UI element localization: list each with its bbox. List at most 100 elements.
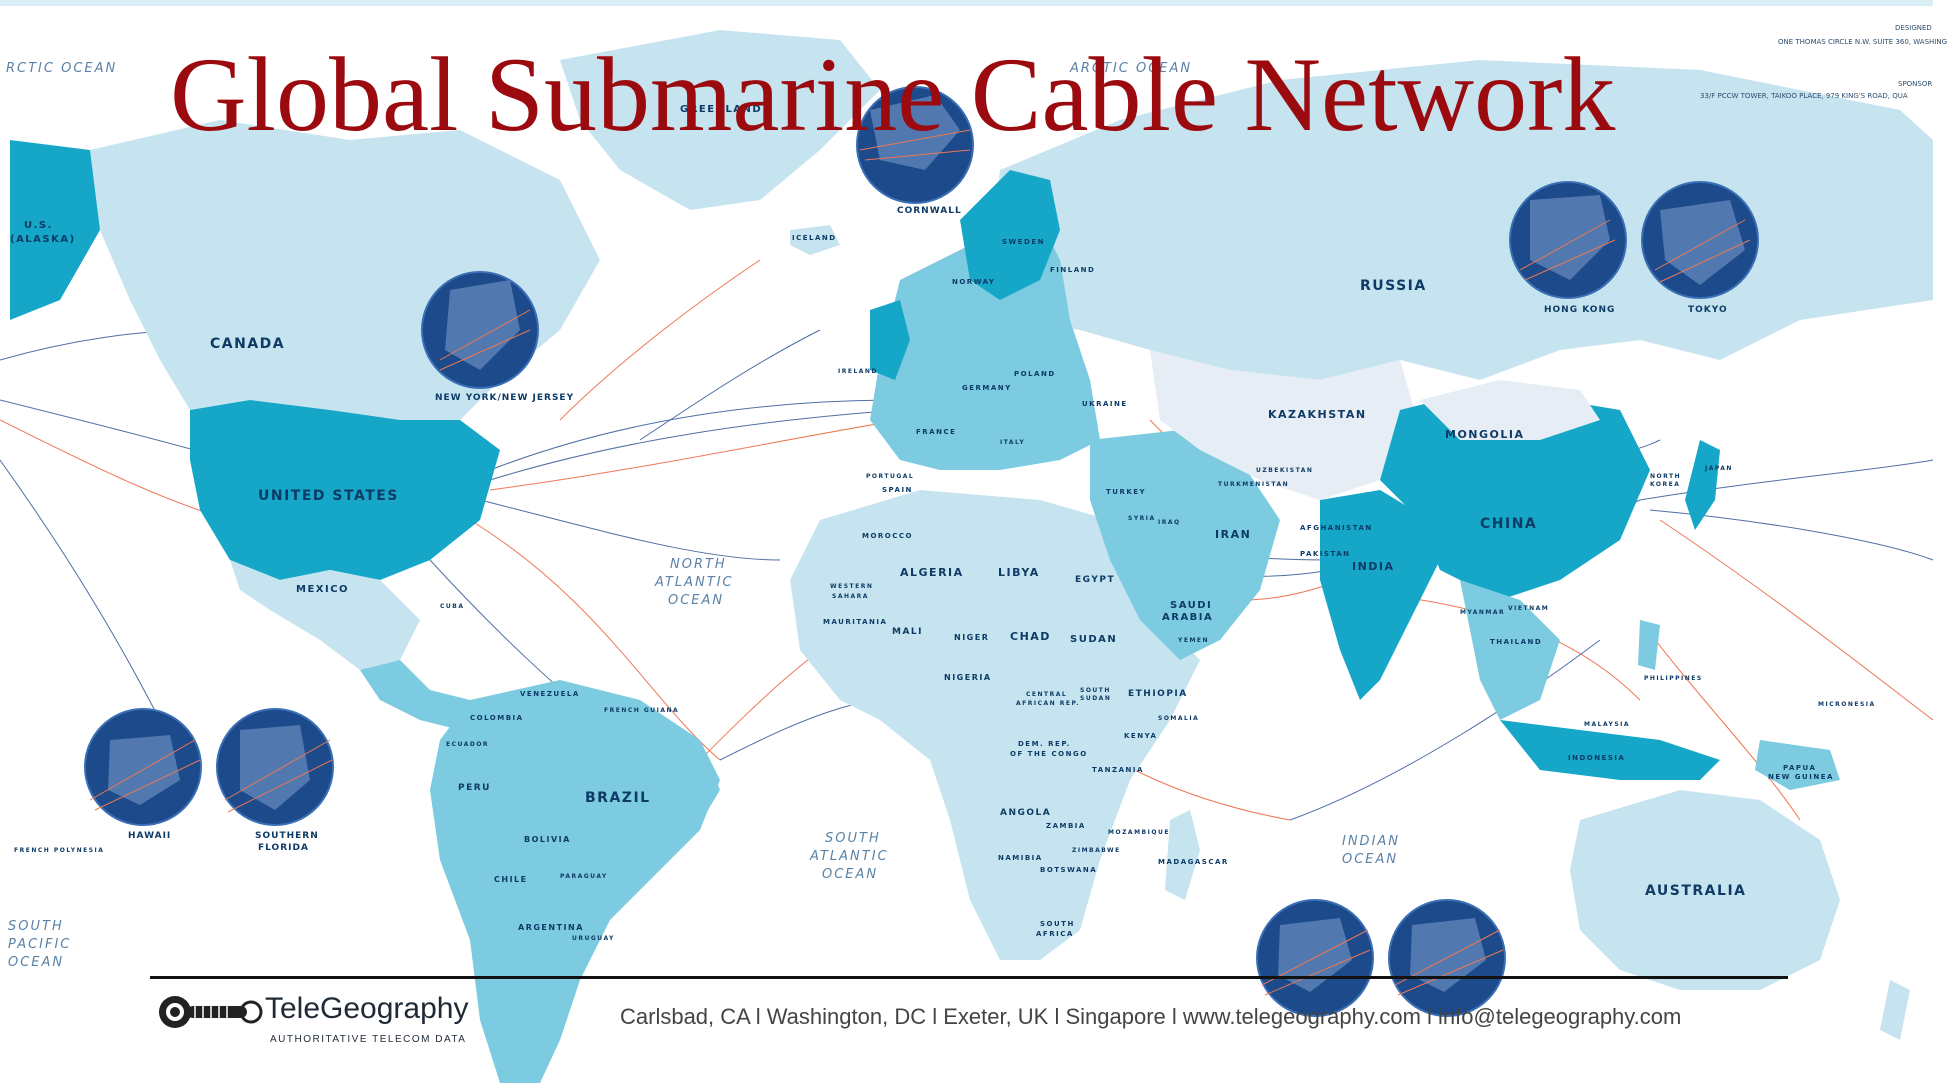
country-label: THAILAND [1490, 638, 1542, 646]
cable-line [489, 409, 901, 481]
country-label: MYANMAR [1460, 609, 1505, 616]
country-label: VIETNAM [1508, 605, 1549, 612]
country-label: MOZAMBIQUE [1108, 829, 1170, 836]
landmass-japan [1685, 440, 1720, 530]
cable-line [489, 399, 901, 471]
inset-tokyo: TOKYO [1641, 181, 1759, 315]
ocean-label: ATLANTIC [809, 849, 889, 864]
country-label: ICELAND [792, 234, 837, 242]
ocean-label: OCEAN [1342, 852, 1398, 867]
country-label: POLAND [1014, 370, 1056, 378]
country-label: MEXICO [296, 584, 349, 595]
country-label: SUDAN [1080, 695, 1111, 702]
country-label: IRAN [1215, 528, 1251, 541]
country-label: SOUTH [1040, 920, 1075, 928]
country-label: JAPAN [1704, 465, 1733, 472]
landmass-iceland [790, 225, 840, 255]
country-label: CUBA [440, 603, 465, 610]
country-label: SAHARA [832, 593, 869, 600]
landmass-papua-new-guinea [1755, 740, 1840, 790]
cable-line [1639, 459, 1934, 501]
country-label: AFRICAN REP. [1016, 700, 1080, 707]
country-label: KOREA [1650, 481, 1680, 488]
country-label: UKRAINE [1082, 400, 1128, 408]
logo-mark-icon [159, 996, 263, 1028]
country-label: PERU [458, 783, 491, 793]
country-label: NIGERIA [944, 673, 992, 682]
country-label: SYRIA [1128, 515, 1156, 522]
country-label: TURKEY [1106, 488, 1146, 496]
ocean-label: INDIAN [1342, 834, 1400, 849]
landmass-india [1320, 490, 1440, 700]
country-label: UNITED STATES [258, 488, 399, 504]
inset-cornwall: CORNWALL [856, 86, 974, 216]
ocean-label: ARCTIC OCEAN [1069, 61, 1192, 76]
country-label: SWEDEN [1002, 238, 1045, 246]
contact-line: Carlsbad, CA l Washington, DC l Exeter, … [620, 1004, 1682, 1029]
country-label: ARABIA [1162, 612, 1213, 623]
country-label: AFRICA [1036, 930, 1074, 938]
country-label: U.S. [24, 220, 53, 231]
inset-label: FLORIDA [258, 843, 309, 853]
landmass-indonesia [1500, 720, 1720, 780]
inset-label: CORNWALL [897, 206, 962, 216]
country-label: BRAZIL [585, 790, 651, 806]
landmass-australia [1570, 790, 1840, 990]
ocean-label: SOUTH [825, 831, 881, 846]
landmass-mexico [230, 560, 420, 670]
sponsor-label: SPONSOR [1898, 80, 1933, 88]
cable-line [479, 499, 781, 561]
inset-unlabeled-2 [1388, 899, 1506, 1017]
page-title: Global Submarine Cable Network [170, 36, 1616, 153]
sponsor-address: 33/F PCCW TOWER, TAIKOO PLACE, 979 KING'… [1700, 92, 1908, 100]
cable-line [1659, 519, 1934, 721]
top-border [0, 0, 1933, 6]
landmass-madagascar [1165, 810, 1200, 900]
country-label: TURKMENISTAN [1218, 481, 1289, 488]
country-label: INDONESIA [1568, 754, 1625, 762]
country-label: INDIA [1352, 560, 1395, 573]
logo-tagline: AUTHORITATIVE TELECOM DATA [270, 1034, 467, 1045]
landmass-philippines [1638, 620, 1660, 670]
country-label: TANZANIA [1092, 766, 1144, 774]
inset-label: SOUTHERN [255, 831, 319, 841]
country-label: SAUDI [1170, 600, 1212, 611]
landmass-united-states [190, 400, 500, 580]
country-label: PHILIPPINES [1644, 675, 1703, 682]
landmass-central-america [360, 660, 490, 730]
country-label: GERMANY [962, 384, 1012, 392]
country-label: MICRONESIA [1818, 701, 1876, 708]
cable-line [639, 329, 821, 441]
ocean-label: SOUTH [8, 919, 64, 934]
country-label: MALAYSIA [1584, 721, 1630, 728]
country-label: CENTRAL [1026, 691, 1067, 698]
landmass-greenland [560, 30, 880, 210]
cable-line [489, 419, 901, 491]
designed-label: DESIGNED [1895, 24, 1932, 32]
country-label: CHINA [1480, 516, 1537, 532]
ocean-label: OCEAN [668, 593, 724, 608]
logo-name: TeleGeography [265, 992, 469, 1025]
country-label: NIGER [954, 633, 989, 642]
country-label: FINLAND [1050, 266, 1095, 274]
ocean-label: ATLANTIC [654, 575, 734, 590]
country-label: ITALY [1000, 439, 1025, 446]
land-masses [10, 30, 1933, 1083]
country-label: MOROCCO [862, 532, 913, 540]
country-label: KENYA [1124, 732, 1157, 740]
landmass-brazil [520, 700, 720, 880]
country-label: FRENCH GUIANA [604, 707, 679, 714]
country-label: MALI [892, 627, 923, 637]
country-label: ZAMBIA [1046, 822, 1086, 830]
country-label: PAKISTAN [1300, 550, 1350, 558]
telegeography-logo[interactable]: TeleGeography AUTHORITATIVE TELECOM DATA [155, 986, 475, 1046]
country-label: DEM. REP. [1018, 740, 1071, 748]
country-label: PORTUGAL [866, 473, 914, 480]
country-label: FRENCH POLYNESIA [14, 847, 104, 854]
country-label: SOMALIA [1158, 715, 1199, 722]
country-label: ALGERIA [900, 566, 964, 579]
country-label: OF THE CONGO [1010, 750, 1088, 758]
cable-line [1289, 639, 1601, 821]
country-label: FRANCE [916, 428, 956, 436]
landmass-alaska [10, 140, 100, 320]
